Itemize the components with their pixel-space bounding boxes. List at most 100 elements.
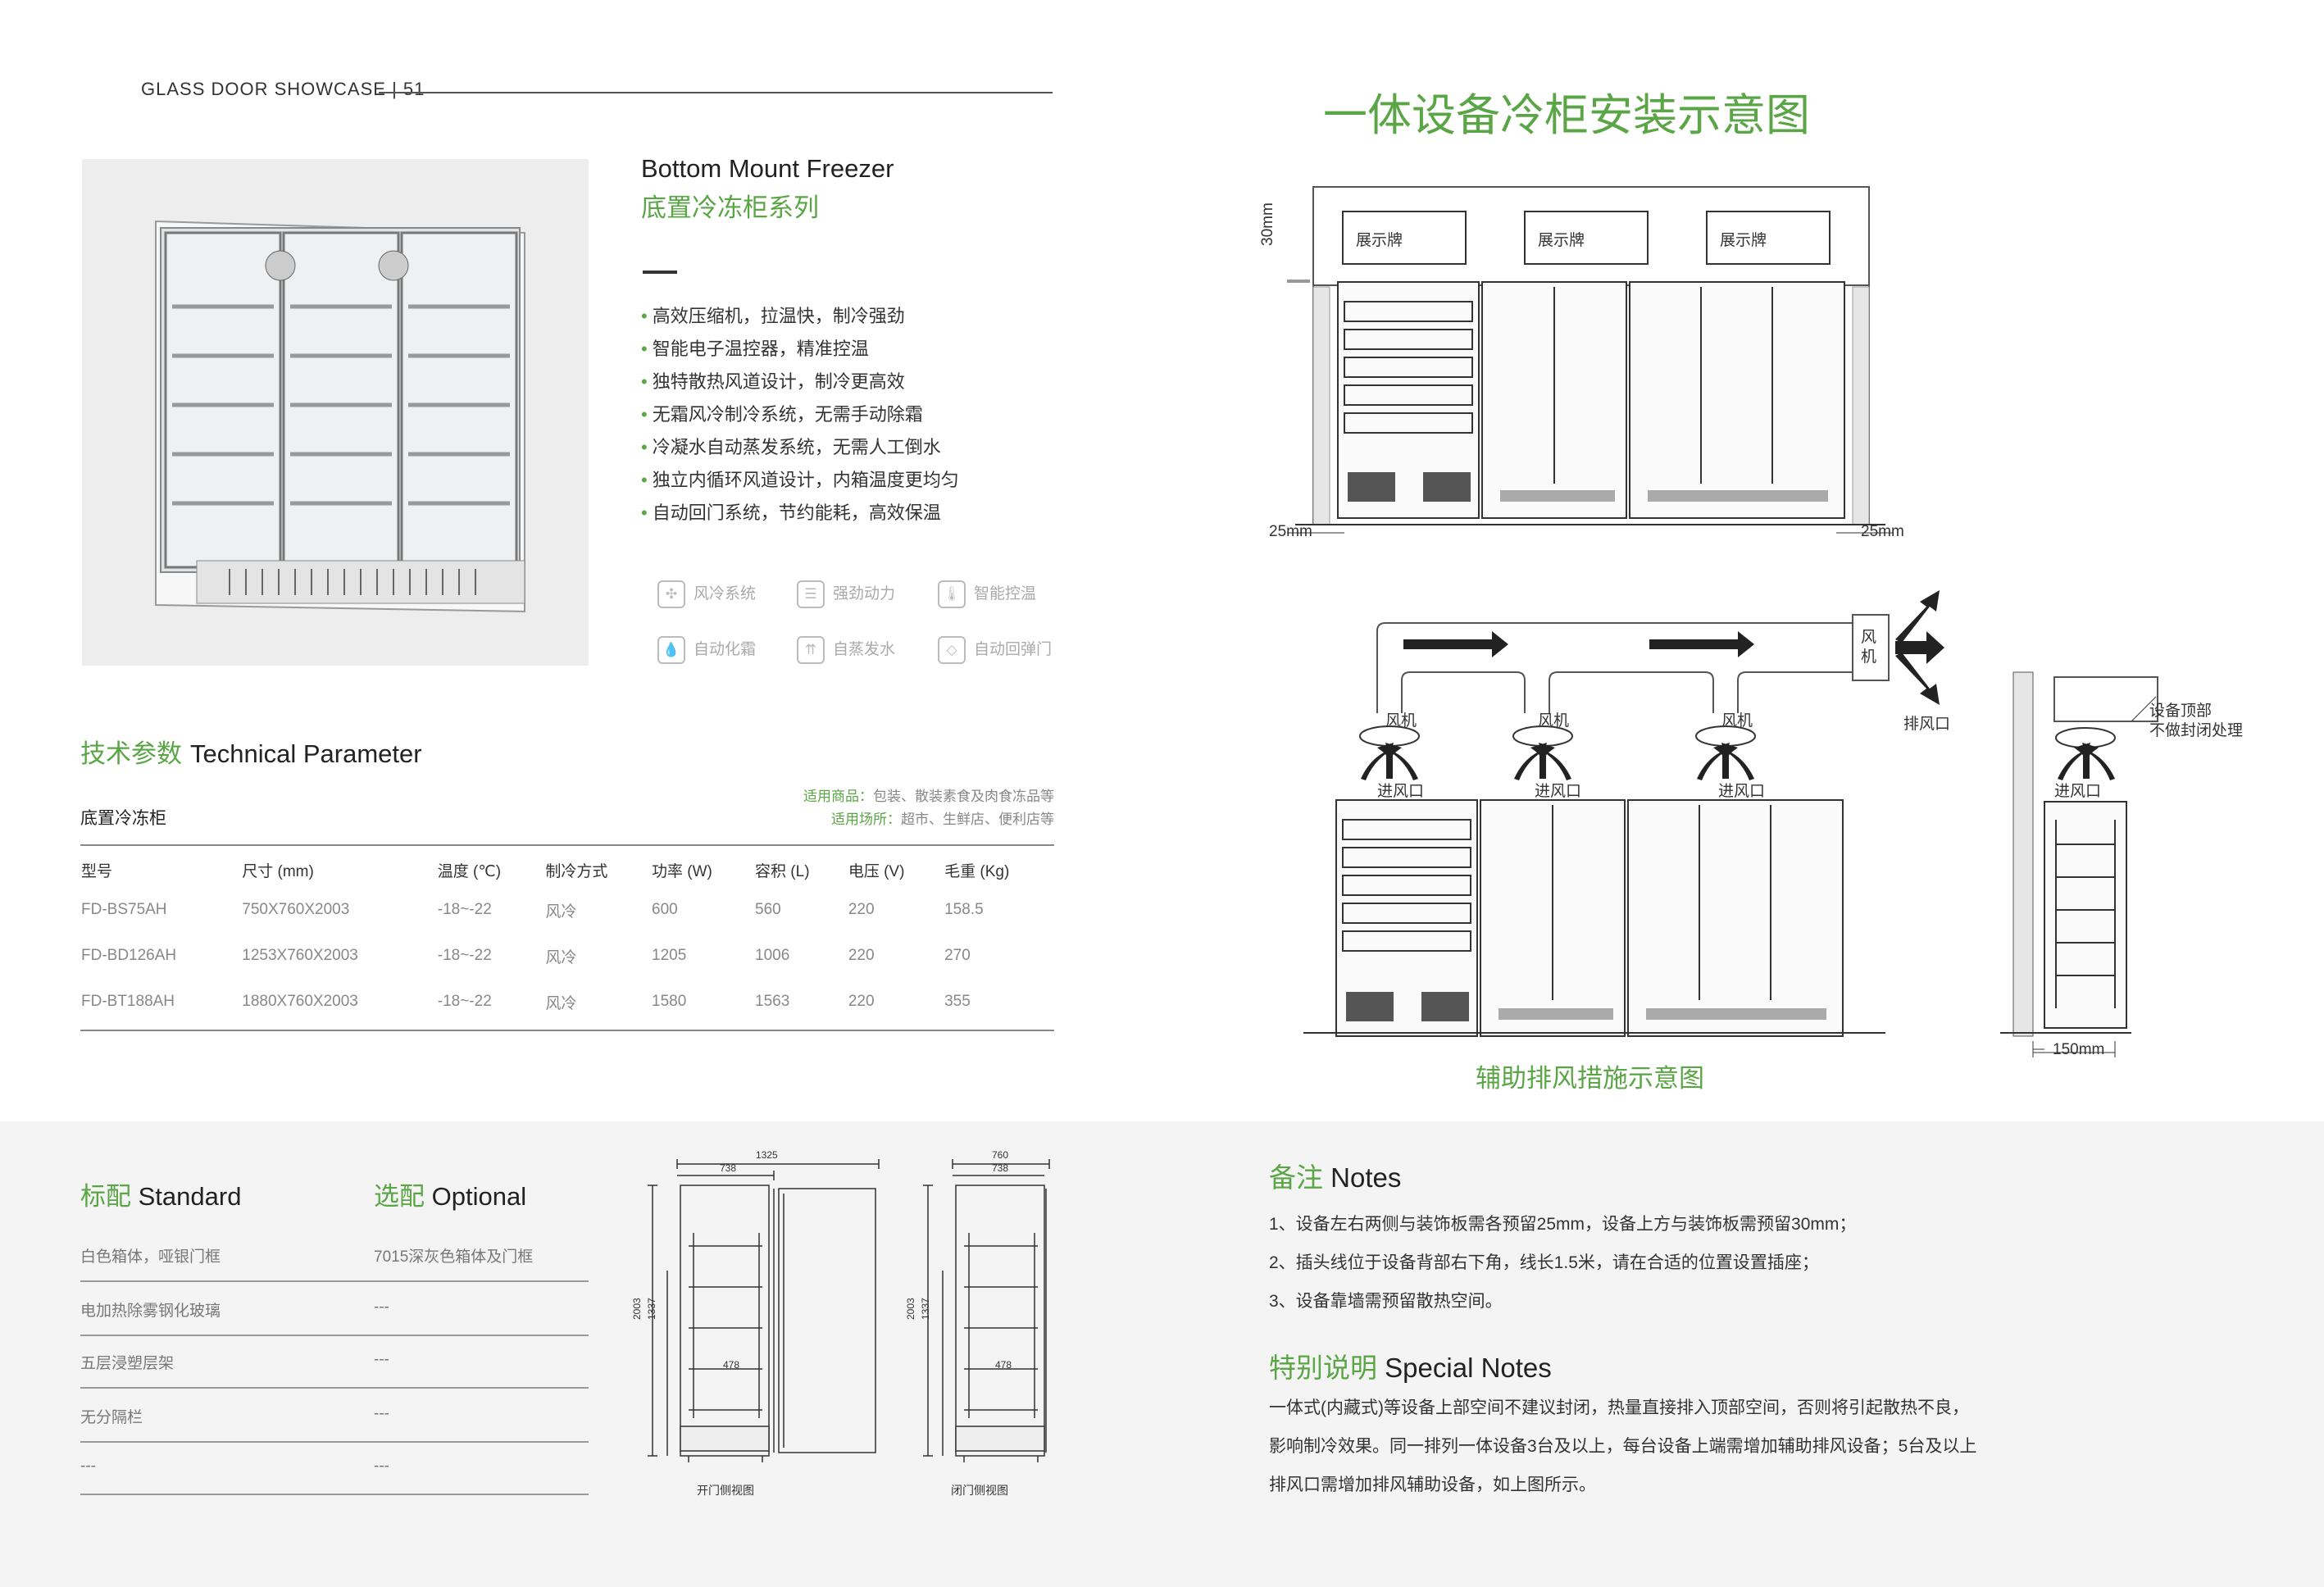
product-subtitle: 底置冷冻柜系列 [641,193,819,222]
dim-left: 25mm [1269,523,1312,540]
standard-item: --- [80,1457,96,1475]
header-label: GLASS DOOR SHOWCASE [141,79,386,99]
note-item: 1、设备左右两侧与装饰板需各预留25mm，设备上方与装饰板需预留30mm； [1269,1215,1857,1234]
fan-box-label: 风机 [1861,629,1877,666]
drawing-dim: 760 [992,1149,1009,1161]
sign-label: 展示牌 [1538,232,1585,249]
list-divider [80,1387,589,1389]
table-header-row: 型号尺寸 (mm)温度 (℃)制冷方式 功率 (W)容积 (L)电压 (V)毛重… [81,862,1010,880]
table-top-line [80,844,1054,846]
feature-item: •独特散热风道设计，制冷更高效 [641,371,905,392]
feature-icon-item: ☰强劲动力 [797,580,895,608]
special-line: 排风口需增加排风辅助设备，如上图所示。 [1269,1476,1596,1494]
drawing-dim: 1337 [646,1298,657,1320]
list-divider [80,1335,589,1336]
feature-icon-item: ◇自动回弹门 [938,636,1052,664]
feature-icon-item: ✣风冷系统 [657,580,756,608]
door-return-icon: ◇ [938,636,966,664]
optional-item: 7015深灰色箱体及门框 [374,1248,534,1266]
header-divider [379,92,1053,93]
feature-list: •高效压缩机，拉温快，制冷强劲 •智能电子温控器，精准控温 •独特散热风道设计，… [641,300,959,530]
special-line: 影响制冷效果。同一排列一体设备3台及以上，每台设备上端需增加辅助排风设备；5台及… [1269,1437,1977,1456]
table-bottom-line [80,1030,1054,1031]
vent-caption: 辅助排风措施示意图 [1476,1064,1704,1093]
fan-icon: ✣ [657,580,685,608]
freezer-image [155,220,525,613]
page-header: GLASS DOOR SHOWCASE | 51 [141,79,425,99]
note-item: 3、设备靠墙需预留散热空间。 [1269,1292,1503,1311]
install-diagram [1287,186,1894,534]
drawing-dim: 478 [995,1359,1012,1371]
evaporate-icon: ⇈ [797,636,825,664]
notes-list: 1、设备左右两侧与装饰板需各预留25mm，设备上方与装饰板需预留30mm； 2、… [1269,1205,1856,1321]
notes-title: 备注 Notes [1269,1162,1402,1193]
optional-title: 选配 Optional [374,1182,527,1211]
exhaust-label: 排风口 [1903,716,1951,733]
standard-item: 白色箱体，哑银门框 [80,1248,221,1266]
special-notes-title: 特别说明 Special Notes [1269,1353,1552,1383]
inlet-label: 进风口 [1377,783,1425,800]
optional-item: --- [374,1298,389,1316]
feature-item: •独立内循环风道设计，内箱温度更均匀 [641,470,959,490]
special-line: 一体式(内藏式)等设备上部空间不建议封闭，热量直接排入顶部空间，否则将引起散热不… [1269,1398,1969,1417]
drawing-dim: 2003 [905,1298,916,1320]
feature-item: •高效压缩机，拉温快，制冷强劲 [641,306,905,326]
drawing-dim: 478 [723,1359,740,1371]
sign-label: 展示牌 [1356,232,1403,249]
special-notes-body: 一体式(内藏式)等设备上部空间不建议封闭，热量直接排入顶部空间，否则将引起散热不… [1269,1389,2007,1504]
droplet-icon: 💧 [657,636,685,664]
product-photo [82,159,589,666]
feature-item: •自动回门系统，节约能耗，高效保温 [641,502,941,523]
usage-info: 适用商品：包装、散装素食及肉食冻品等 适用场所：超市、生鲜店、便利店等 [803,789,1054,827]
drawing-caption: 开门侧视图 [697,1484,754,1497]
optional-item: --- [374,1351,389,1368]
standard-title: 标配 Standard [80,1182,242,1211]
feature-item: •冷凝水自动蒸发系统，无需人工倒水 [641,437,941,457]
bottom-panel-background [0,1121,2324,1587]
side-view-drawings [648,1159,1050,1462]
title-dash [643,271,677,274]
list-divider [80,1280,589,1282]
install-title: 一体设备冷柜安装示意图 [1323,91,1810,140]
feature-icon-item: 🌡智能控温 [938,580,1036,608]
power-icon: ☰ [797,580,825,608]
feature-item: •智能电子温控器，精准控温 [641,339,869,359]
drawing-dim: 1337 [920,1298,931,1320]
drawing-dim: 2003 [631,1298,643,1320]
fan-label: 风机 [1385,712,1417,730]
feature-icon-item: 💧自动化霜 [657,636,756,664]
side-dim: 150mm [2053,1041,2105,1058]
list-divider [80,1494,589,1495]
optional-item: --- [374,1405,389,1422]
feature-item: •无霜风冷制冷系统，无需手动除霜 [641,404,923,425]
optional-item: --- [374,1457,389,1475]
dim-top: 30mm [1259,202,1276,246]
top-note-1: 设备顶部 [2149,703,2213,720]
fan-label: 风机 [1538,712,1570,730]
drawing-dim: 738 [720,1162,737,1174]
standard-item: 五层浸塑层架 [80,1355,175,1372]
sign-label: 展示牌 [1720,232,1767,249]
drawing-caption: 闭门侧视图 [951,1484,1008,1497]
inlet-label: 进风口 [1535,783,1582,800]
feature-icon-item: ⇈自蒸发水 [797,636,895,664]
tech-category: 底置冷冻柜 [80,809,166,828]
inlet-label: 进风口 [2054,783,2102,800]
vent-diagram [1303,590,2158,1057]
standard-item: 电加热除雾钢化玻璃 [80,1303,221,1320]
drawing-dim: 738 [992,1162,1009,1174]
top-note-2: 不做封闭处理 [2149,722,2244,739]
drawing-dim: 1325 [756,1149,778,1161]
spec-table: 型号尺寸 (mm)温度 (℃)制冷方式 功率 (W)容积 (L)电压 (V)毛重… [80,853,1054,1025]
fan-label: 风机 [1721,712,1753,730]
inlet-label: 进风口 [1718,783,1766,800]
thermometer-icon: 🌡 [938,580,966,608]
page-number: 51 [402,79,425,99]
dim-right: 25mm [1861,523,1904,540]
note-item: 2、插头线位于设备背部右下角，线长1.5米，请在合适的位置设置插座； [1269,1253,1819,1272]
standard-item: 无分隔栏 [80,1409,143,1426]
